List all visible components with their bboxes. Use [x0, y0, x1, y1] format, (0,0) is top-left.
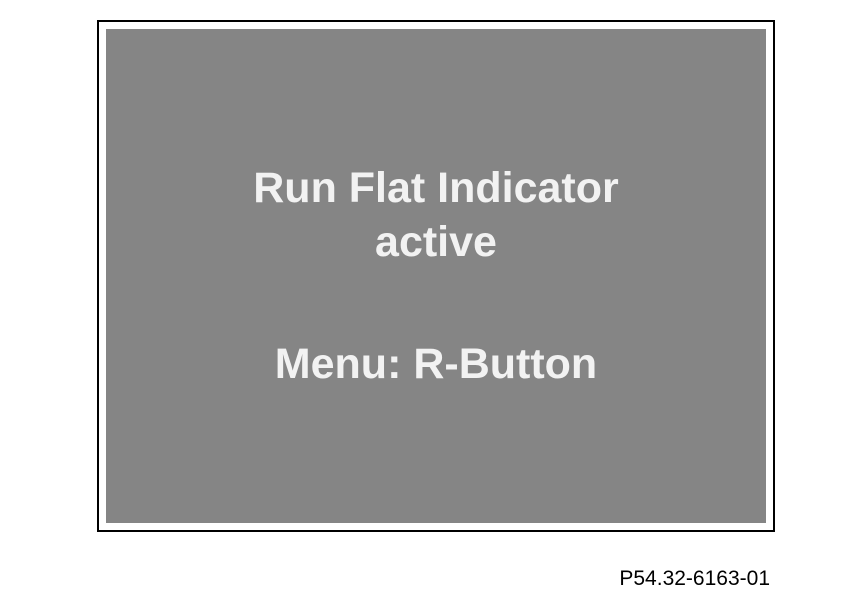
display-frame: Run Flat Indicator active Menu: R-Button — [97, 20, 775, 532]
figure-reference-code: P54.32-6163-01 — [619, 567, 770, 590]
status-message-line1: Run Flat Indicator — [253, 164, 619, 212]
instrument-cluster-display: Run Flat Indicator active Menu: R-Button — [106, 29, 766, 523]
status-message-line2: active — [375, 218, 497, 266]
menu-hint: Menu: R-Button — [274, 340, 598, 388]
